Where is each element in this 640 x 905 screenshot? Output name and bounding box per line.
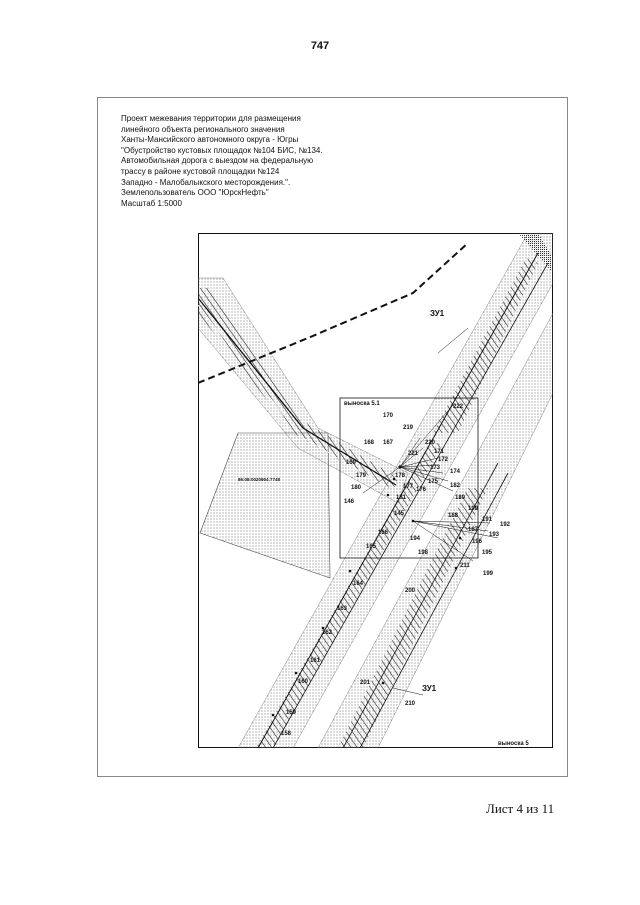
point-label: 178 — [395, 473, 406, 479]
point-label: 192 — [500, 522, 511, 528]
zone-label: ЗУ1 — [422, 684, 437, 693]
title-line: Ханты-Мансийского автономного округа - Ю… — [121, 135, 299, 145]
point-label: 163 — [337, 606, 348, 612]
point-label: 219 — [403, 425, 414, 431]
point-label: 195 — [482, 550, 493, 556]
map-canvas: выноска 5.1 выноска 5 ЗУ1 ЗУ1 86:08:0020… — [198, 233, 553, 748]
point-label: 145 — [394, 511, 405, 517]
point-label: 191 — [482, 517, 493, 523]
point-label: 162 — [322, 630, 333, 636]
point-label: 173 — [430, 465, 441, 471]
point-label: 181 — [396, 495, 407, 501]
point-label: 180 — [351, 485, 362, 491]
road-centerline-upper — [198, 297, 397, 486]
point-label: 221 — [408, 451, 419, 457]
point-label: 159 — [286, 710, 297, 716]
sheet-number: Лист 4 из 11 — [486, 801, 555, 816]
leader-lines — [362, 327, 499, 696]
corner-label: выноска 5 — [498, 741, 529, 747]
point-label: 167 — [383, 440, 394, 446]
hatched-band-right — [338, 488, 488, 748]
point-label: 182 — [450, 483, 461, 489]
point-label: 170 — [383, 413, 394, 419]
point-label: 169 — [346, 460, 357, 466]
land-user-line: Землепользователь ООО "ЮрскНефть" — [121, 188, 269, 198]
point-label: 200 — [405, 588, 416, 594]
point-label: 146 — [344, 499, 355, 505]
road-edge-line — [272, 262, 549, 748]
map-view[interactable]: выноска 5.1 выноска 5 ЗУ1 ЗУ1 86:08:0020… — [198, 233, 553, 748]
drawing-frame — [97, 97, 568, 777]
drawing-title-block: Проект межевания территории для размещен… — [121, 114, 361, 209]
point-label: 171 — [434, 449, 445, 455]
title-line: Автомобильная дорога с выездом на федера… — [121, 156, 314, 166]
right-corridor — [317, 312, 553, 748]
point-label: 189 — [455, 495, 466, 501]
point-label: 193 — [489, 532, 500, 538]
cadastral-number: 86:08:0020904:7748 — [238, 477, 281, 482]
inset-frame — [339, 397, 479, 559]
title-line: трассу в районе кустовой площадки №124 — [121, 166, 280, 176]
title-line: Западно - Малобалыкского месторождения."… — [121, 177, 291, 187]
point-labels: 222 170 219 167 168 220 221 171 172 169 … — [281, 404, 511, 737]
point-label: 175 — [428, 479, 439, 485]
point-label: 160 — [298, 679, 309, 685]
point-label: 176 — [416, 487, 427, 493]
point-label: 168 — [364, 440, 375, 446]
zone-label: ЗУ1 — [430, 309, 445, 318]
title-line: линейного объекта регионального значения — [121, 124, 285, 134]
point-label: 166 — [378, 530, 389, 536]
point-label: 177 — [403, 484, 414, 490]
point-label: 196 — [472, 539, 483, 545]
point-label: 165 — [366, 544, 377, 550]
title-line: Проект межевания территории для размещен… — [121, 114, 301, 123]
hatched-strip-upper — [198, 288, 398, 491]
point-label: 187 — [468, 527, 479, 533]
point-label: 174 — [450, 469, 461, 475]
road-inner-line — [198, 304, 395, 492]
point-label: 172 — [438, 457, 449, 463]
point-label: 198 — [418, 550, 429, 556]
inset-label: выноска 5.1 — [344, 401, 380, 407]
point-label: 179 — [356, 473, 367, 479]
title-line: "Обустройство кустовых площадок №104 БИС… — [121, 145, 323, 155]
point-label: 201 — [360, 680, 371, 686]
road-edge-line — [257, 252, 539, 748]
page-number: 747 — [310, 40, 330, 52]
road-edge-line — [359, 472, 509, 748]
point-label: 194 — [410, 536, 421, 542]
point-label: 210 — [405, 701, 416, 707]
point-label: 222 — [453, 404, 464, 410]
hatched-band-main — [256, 443, 443, 748]
point-label: 188 — [448, 513, 459, 519]
point-label: 164 — [353, 581, 364, 587]
scale-line: Масштаб 1:5000 — [121, 198, 182, 208]
point-label: 220 — [425, 440, 436, 446]
boundary-dashed-line — [198, 242, 469, 384]
road-edge-line — [342, 462, 499, 748]
point-label: 199 — [483, 571, 494, 577]
dense-strip — [518, 233, 553, 273]
point-label: 190 — [468, 506, 479, 512]
point-label: 211 — [460, 563, 470, 569]
point-label: 161 — [310, 658, 321, 664]
survey-point-markers — [271, 465, 462, 717]
point-label: 158 — [281, 731, 292, 737]
